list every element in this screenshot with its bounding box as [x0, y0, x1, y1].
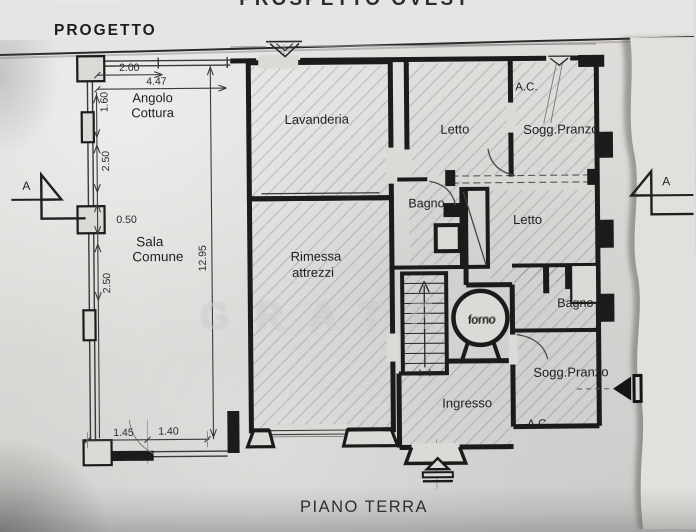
dimension-lines [84, 65, 227, 449]
vent-triangle-icon [548, 55, 571, 66]
entry-arrow-right-icon [577, 373, 643, 404]
window-dashed-lines [451, 174, 596, 184]
dim-top-small: 2.00 [118, 61, 140, 74]
forno-circle [451, 288, 510, 348]
room-label-ac-basso: A.C. [527, 418, 550, 431]
room-label-sala-comune-1: Sala [136, 234, 164, 250]
room-label-letto-top: Letto [440, 121, 470, 137]
dim-bottom-a: 1.45 [113, 426, 134, 440]
dim-left-b: 2.50 [99, 150, 113, 172]
left-wing-pillars [76, 55, 113, 467]
room-label-sogg-pranzo-basso: Sogg.Pranzo [533, 364, 609, 380]
room-label-angolo-cottura-2: Cottura [131, 105, 175, 121]
section-marker-right [628, 168, 694, 216]
plan-caption: PIANO TERRA [300, 498, 429, 516]
dim-left-c: 0.50 [116, 213, 137, 227]
watermark: GRATE [200, 296, 461, 338]
pilasters-and-fixtures [109, 54, 615, 462]
paper-edge [622, 36, 696, 530]
room-label-ac-top: A.C. [515, 81, 538, 94]
section-letter-right: A [662, 174, 671, 189]
room-label-bagno-destra: Bagno [557, 295, 594, 311]
room-label-rimessa-1: Rimessa [290, 248, 342, 265]
room-label-forno: forno [467, 312, 496, 327]
entry-arrow-bottom-icon [421, 456, 454, 483]
room-label-letto-destra: Letto [513, 211, 543, 228]
drawing-title: PROGETTO [54, 22, 157, 39]
dim-total-height: 12.95 [196, 245, 210, 272]
shaft-diagonal [462, 191, 487, 265]
stairs [400, 271, 449, 377]
section-marker-left [11, 171, 86, 220]
room-hatching [250, 61, 600, 446]
entry-arrow-top-icon [266, 40, 303, 58]
section-letter-left: A [22, 178, 31, 193]
room-label-lavanderia: Lavanderia [284, 111, 349, 128]
dim-left-d: 2.50 [101, 272, 114, 294]
clipped-sheet-title: PROSPETTO OVEST [150, 0, 560, 11]
room-label-angolo-cottura-1: Angolo [132, 90, 173, 106]
room-label-bagno-centro: Bagno [408, 196, 445, 211]
dim-left-a: 1.60 [98, 91, 111, 113]
room-label-ingresso: Ingresso [442, 395, 493, 411]
dim-bottom-b: 1.40 [158, 425, 179, 438]
ac-shaft-lines [543, 64, 563, 124]
dim-top-large: 4.47 [146, 75, 167, 88]
room-label-sala-comune-2: Comune [132, 248, 184, 265]
room-label-sogg-pranzo-top: Sogg.Pranzo [523, 121, 599, 137]
room-label-rimessa-2: attrezzi [292, 264, 335, 280]
top-sheet-strip: PROSPETTO OVEST [0, 0, 696, 13]
